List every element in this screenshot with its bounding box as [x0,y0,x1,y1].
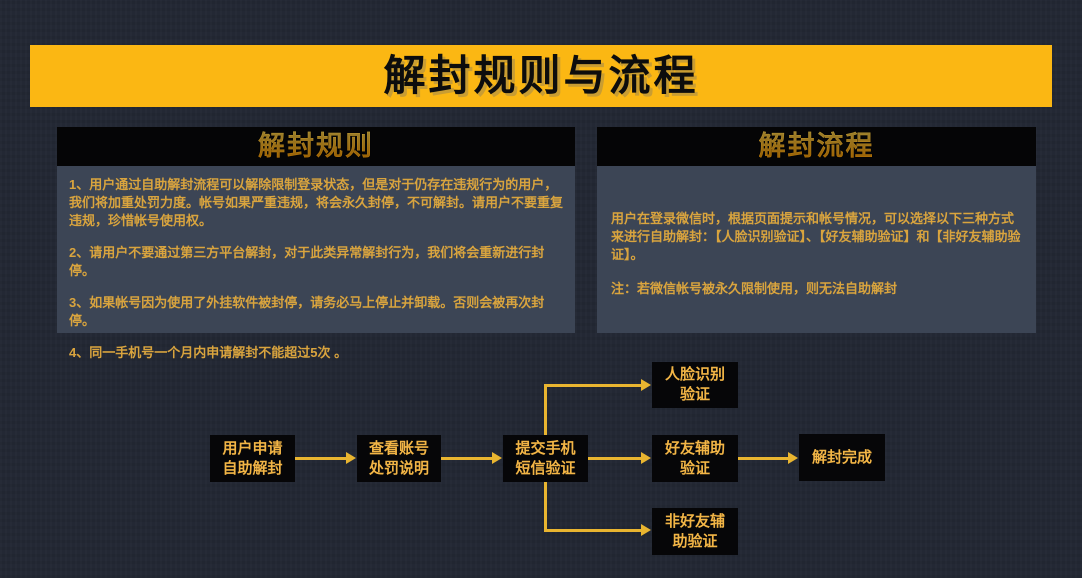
flow-node-sms-verify: 提交手机 短信验证 [503,435,588,482]
flow-node-apply: 用户申请 自助解封 [210,435,295,482]
flow-node-label: 验证 [679,386,710,403]
flow-node-label: 自助解封 [222,459,283,477]
flow-node-label: 非好友辅 [664,512,725,530]
flow-connector-sms-face [544,384,641,387]
flow-connector-sms-friend [588,457,641,460]
process-panel-body: 用户在登录微信时，根据页面提示和帐号情况，可以选择以下三种方式来进行自助解封：【… [597,166,1036,333]
flow-connector-friend-complete [738,457,788,460]
arrow-right-icon [492,452,502,464]
title-banner: 解封规则与流程 [30,45,1052,107]
rule-item-2: 2、请用户不要通过第三方平台解封，对于此类异常解封行为，我们将会重新进行封停。 [69,245,545,278]
flow-connector-branch-vertical [544,384,547,532]
flow-node-nonfriend-verify: 非好友辅 助验证 [652,508,738,555]
flow-node-label: 处罚说明 [368,459,429,477]
rule-item-3: 3、如果帐号因为使用了外挂软件被封停，请务必马上停止并卸载。否则会被再次封停。 [69,295,545,328]
arrow-right-icon [641,524,651,536]
rule-item-1: 1、用户通过自助解封流程可以解除限制登录状态，但是对于仍存在违规行为的用户，我们… [69,177,564,228]
rules-panel-header: 解封规则 [57,127,575,166]
flow-connector-sms-nonfriend [544,529,641,532]
process-panel-title: 解封流程 [758,131,875,161]
arrow-right-icon [641,452,651,464]
flow-node-label: 用户申请 [222,439,283,457]
flow-node-check-penalty: 查看账号 处罚说明 [357,435,441,482]
flow-node-label: 人脸识别 [664,366,725,383]
flow-node-complete: 解封完成 [799,434,885,481]
rules-panel-body: 1、用户通过自助解封流程可以解除限制登录状态，但是对于仍存在违规行为的用户，我们… [57,166,575,360]
flow-node-label: 验证 [679,459,710,477]
arrow-right-icon [346,452,356,464]
flow-node-label: 提交手机 [515,439,576,457]
rules-panel: 解封规则 1、用户通过自助解封流程可以解除限制登录状态，但是对于仍存在违规行为的… [57,127,575,360]
page-title: 解封规则与流程 [383,52,699,99]
process-panel-header: 解封流程 [597,127,1036,166]
process-note: 注：若微信帐号被永久限制使用，则无法自助解封 [611,281,898,296]
flow-node-label: 解封完成 [811,448,872,466]
flow-node-face-verify: 人脸识别 验证 [652,362,738,408]
flow-node-label: 好友辅助 [664,439,725,457]
process-panel: 解封流程 用户在登录微信时，根据页面提示和帐号情况，可以选择以下三种方式来进行自… [597,127,1036,333]
flow-node-label: 短信验证 [515,459,576,477]
flow-node-label: 助验证 [672,532,718,550]
flow-connector-check-sms [441,457,492,460]
arrow-right-icon [641,379,651,391]
process-description: 用户在登录微信时，根据页面提示和帐号情况，可以选择以下三种方式来进行自助解封：【… [611,211,1021,262]
flow-node-friend-verify: 好友辅助 验证 [652,435,738,482]
arrow-right-icon [788,452,798,464]
flow-connector-apply-check [295,457,346,460]
flow-node-label: 查看账号 [368,439,429,457]
rule-item-4: 4、同一手机号一个月内申请解封不能超过5次 。 [69,345,348,360]
rules-panel-title: 解封规则 [258,131,374,161]
